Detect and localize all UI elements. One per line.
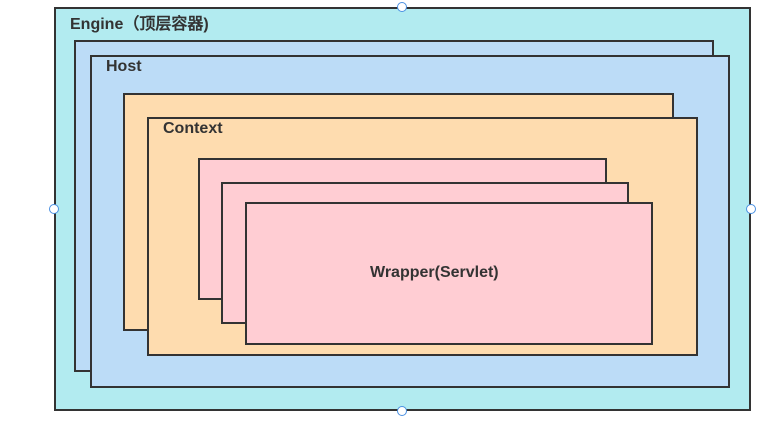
resize-handle-bottom[interactable] (397, 406, 407, 416)
host-label: Host (106, 58, 142, 75)
resize-handle-right[interactable] (746, 204, 756, 214)
engine-label: Engine（顶层容器) (70, 16, 209, 33)
resize-handle-top[interactable] (397, 2, 407, 12)
wrapper-label: Wrapper(Servlet) (370, 264, 499, 281)
context-label: Context (163, 120, 223, 137)
wrapper-container[interactable] (245, 202, 653, 345)
resize-handle-left[interactable] (49, 204, 59, 214)
